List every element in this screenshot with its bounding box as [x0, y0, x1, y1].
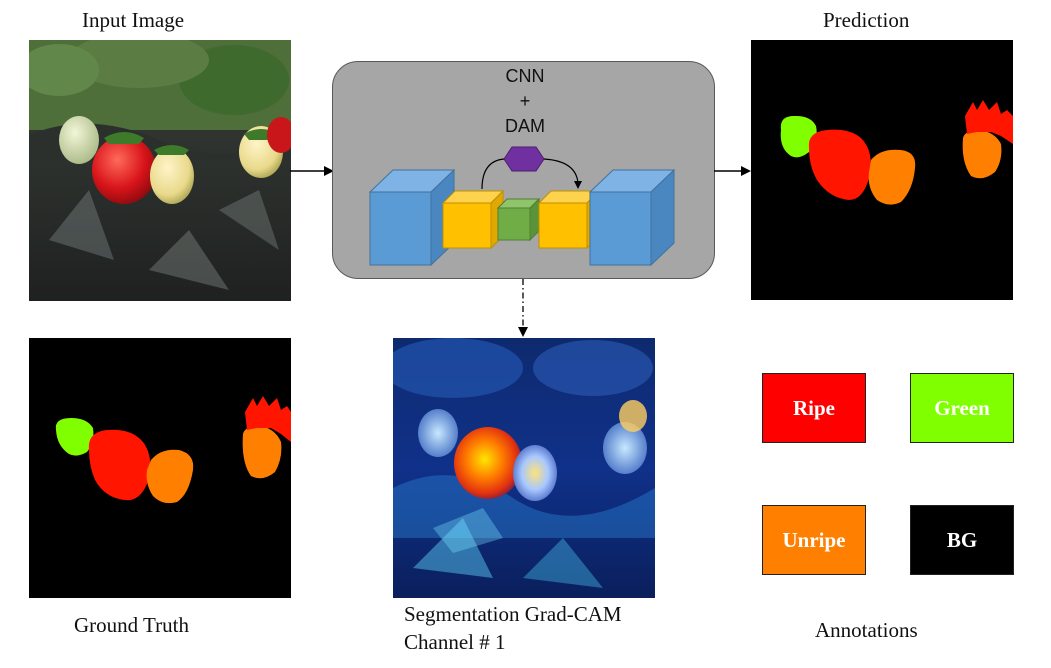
prediction-mask — [751, 40, 1013, 300]
model-label-cnn: CNN — [505, 66, 545, 86]
attention-module — [503, 146, 545, 172]
gradcam-caption-line1: Segmentation Grad-CAM — [404, 602, 622, 626]
legend-unripe: Unripe — [762, 505, 866, 575]
model-label-dam: DAM — [505, 116, 545, 136]
arrow-model-to-gradcam — [518, 279, 528, 337]
legend-bg: BG — [910, 505, 1014, 575]
bottleneck-block-left — [441, 189, 505, 250]
center-block — [496, 197, 541, 242]
decoder-block-right — [588, 168, 676, 267]
gradcam-caption-line2: Channel # 1 — [404, 630, 506, 654]
model-label-plus: + — [519, 91, 531, 111]
ground-truth-caption: Ground Truth — [74, 613, 189, 637]
encoder-block-left — [368, 168, 456, 267]
gradcam-heatmap — [393, 338, 655, 598]
prediction-caption: Prediction — [823, 8, 910, 32]
legend-ripe: Ripe — [762, 373, 866, 443]
ground-truth-mask — [29, 338, 291, 598]
arrow-input-to-model — [290, 166, 334, 176]
annotations-caption: Annotations — [815, 618, 918, 642]
arrow-model-to-prediction — [714, 166, 751, 176]
legend-green: Green — [910, 373, 1014, 443]
input-image-caption: Input Image — [82, 8, 185, 32]
input-image — [29, 40, 291, 301]
model-architecture — [368, 146, 676, 267]
